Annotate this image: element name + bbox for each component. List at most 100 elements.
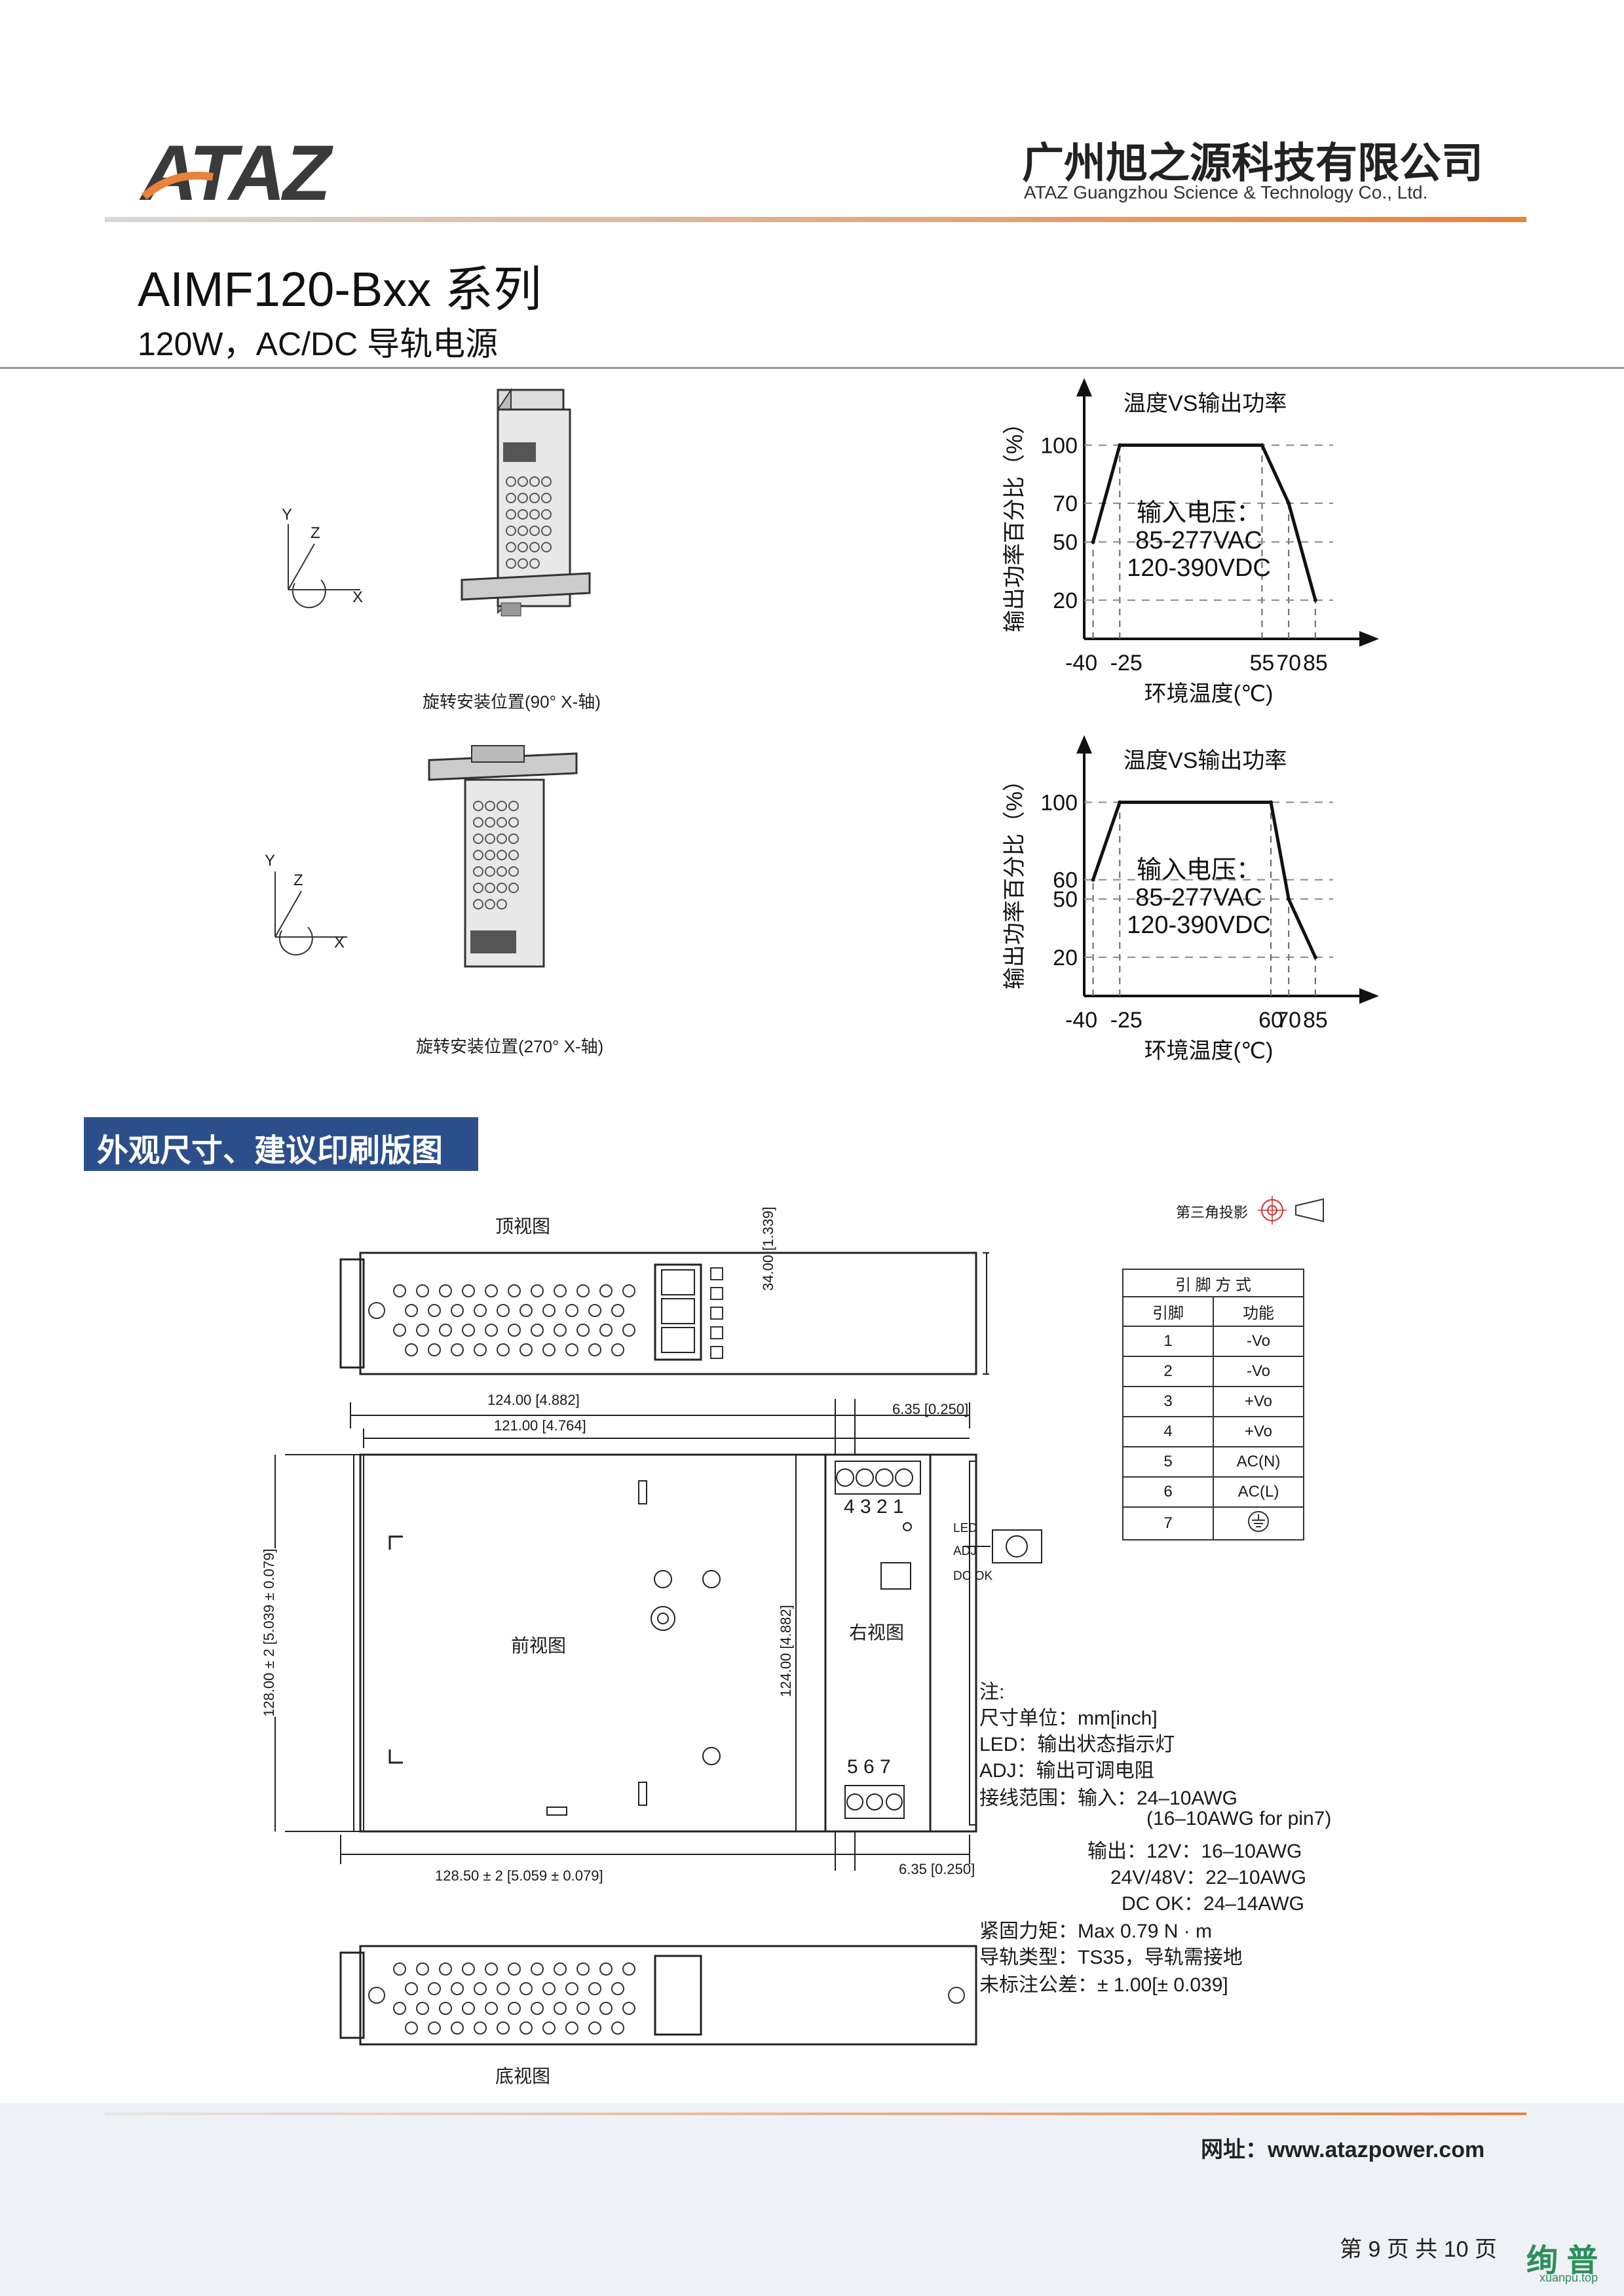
pin-cell: 5 <box>1122 1446 1214 1478</box>
product-subtitle: 120W，AC/DC 导轨电源 <box>138 326 499 362</box>
front-view-label: 前视图 <box>511 1636 567 1656</box>
footer-rule <box>105 2113 1526 2115</box>
chart-annotation: 输入电压： <box>1137 856 1261 884</box>
mounting-caption-270: 旋转安装位置(270° X-轴) <box>416 1037 604 1056</box>
chart-annotation: 输入电压： <box>1137 499 1261 527</box>
pin-table-col-pin: 引脚 <box>1122 1296 1214 1327</box>
func-cell: -Vo <box>1213 1356 1304 1387</box>
company-name-cn: 广州旭之源科技有限公司 <box>1022 140 1483 187</box>
y-axis-arrow <box>1076 378 1092 396</box>
pin-cell: 3 <box>1122 1386 1214 1417</box>
chart-annotation: 120-390VDC <box>1127 911 1271 939</box>
data-point <box>1313 955 1317 959</box>
y-tick-label: 100 <box>1040 433 1078 458</box>
axis-label-x-2: X <box>334 934 345 951</box>
data-point <box>1118 800 1122 805</box>
func-cell: AC(L) <box>1213 1476 1304 1508</box>
chart-annotation: 85-277VAC <box>1135 527 1262 554</box>
pin-cell: 2 <box>1122 1356 1214 1387</box>
pin-cell: 7 <box>1122 1506 1214 1540</box>
x-tick-label: -40 <box>1065 1008 1097 1033</box>
data-point <box>1269 800 1273 805</box>
axis-icon-90 <box>288 524 360 609</box>
section-header-title: 外观尺寸、建议印刷版图 <box>97 1134 444 1168</box>
x-tick-label: 70 <box>1276 1008 1301 1033</box>
pin-numbers-bottom: 5 6 7 <box>847 1756 891 1778</box>
axis-label-x: X <box>352 588 364 606</box>
data-point <box>1091 540 1095 545</box>
dim-124: 124.00 [4.882] <box>485 1392 582 1409</box>
label-dc-ok: DC OK <box>953 1569 993 1583</box>
y-tick-label: 60 <box>1053 868 1078 893</box>
pin-table-title: 引 脚 方 式 <box>1122 1269 1304 1297</box>
watermark-sub: xuanpu.top <box>1539 2271 1598 2284</box>
note-line: LED：输出状态指示灯 <box>979 1734 1175 1755</box>
x-axis-arrow <box>1359 631 1379 647</box>
bottom-view-label: 底视图 <box>495 2066 551 2086</box>
note-line: 未标注公差：± 1.00[± 0.039] <box>979 1974 1228 1996</box>
header-rule <box>105 217 1526 222</box>
note-line: 注: <box>979 1681 1005 1703</box>
x-axis-arrow <box>1359 988 1379 1004</box>
y-tick-label: 70 <box>1053 491 1078 516</box>
note-line: 紧固力矩：Max 0.79 N · m <box>979 1921 1213 1942</box>
company-logo: ATAZ <box>141 129 331 217</box>
data-point <box>1260 443 1264 448</box>
label-led: LED <box>953 1521 977 1535</box>
func-cell: +Vo <box>1213 1386 1304 1417</box>
func-cell: -Vo <box>1213 1326 1304 1357</box>
psu-rotated-270-image <box>428 745 578 968</box>
label-adj: ADJ <box>953 1544 977 1558</box>
pin-numbers-top: 4 3 2 1 <box>844 1496 904 1518</box>
axis-label-y-2: Y <box>265 852 276 870</box>
data-point <box>1091 877 1095 882</box>
y-axis-arrow <box>1076 735 1092 754</box>
footer-page-number: 第 9 页 共 10 页 <box>1340 2237 1497 2262</box>
note-line: 接线范围：输入：24–10AWG <box>979 1788 1237 1809</box>
x-axis-label: 环境温度(℃) <box>1144 681 1274 706</box>
x-tick-label: 55 <box>1250 651 1275 676</box>
data-point <box>1313 598 1317 602</box>
y-tick-label: 20 <box>1053 588 1078 613</box>
func-cell <box>1213 1506 1304 1540</box>
note-line: ADJ：输出可调电阻 <box>979 1760 1154 1782</box>
section-header-bar <box>84 1117 478 1171</box>
title-divider <box>0 367 1624 369</box>
pin-cell: 1 <box>1122 1326 1214 1357</box>
pin-cell: 6 <box>1122 1476 1214 1508</box>
watermark-logo: 绚 普 <box>1526 2244 1598 2278</box>
top-view-label: 顶视图 <box>495 1216 551 1236</box>
dim-128: 128.00 ± 2 [5.039 ± 0.079] <box>261 1548 278 1717</box>
x-tick-label: 70 <box>1276 651 1301 676</box>
y-axis-label: 输出功率百分比（%） <box>1002 769 1027 989</box>
footer-website: 网址：www.atazpower.com <box>1201 2137 1485 2162</box>
dim-124-vertical: 124.00 [4.882] <box>778 1605 795 1697</box>
note-line: (16–10AWG for pin7) <box>1146 1808 1332 1829</box>
note-line: 导轨类型：TS35，导轨需接地 <box>979 1947 1243 1968</box>
mounting-caption-90: 旋转安装位置(90° X-轴) <box>423 692 601 712</box>
data-point <box>1287 501 1291 506</box>
footer-band <box>0 2103 1624 2296</box>
x-tick-label: -25 <box>1110 1008 1142 1033</box>
pin-cell: 4 <box>1122 1416 1214 1447</box>
y-tick-label: 100 <box>1040 790 1078 815</box>
chart-annotation: 120-390VDC <box>1127 554 1271 582</box>
y-axis-label: 输出功率百分比（%） <box>1002 412 1027 632</box>
third-angle-label: 第三角投影 <box>1176 1204 1249 1221</box>
dim-6-35-top: 6.35 [0.250] <box>892 1401 969 1417</box>
right-view-outline <box>824 1453 932 1833</box>
note-line: 输出：12V：16–10AWG <box>1087 1841 1302 1862</box>
pin-table-col-func: 功能 <box>1213 1296 1304 1327</box>
mechanical-drawing <box>274 1252 1042 2046</box>
axis-label-z-2: Z <box>293 871 303 889</box>
y-tick-label: 20 <box>1053 946 1078 970</box>
x-tick-label: -40 <box>1065 651 1097 676</box>
third-angle-projection-icon <box>1258 1196 1324 1225</box>
axis-label-z: Z <box>311 524 320 542</box>
y-tick-label: 50 <box>1053 530 1078 555</box>
func-cell: +Vo <box>1213 1416 1304 1447</box>
chart-title: 温度VS输出功率 <box>1124 391 1287 416</box>
